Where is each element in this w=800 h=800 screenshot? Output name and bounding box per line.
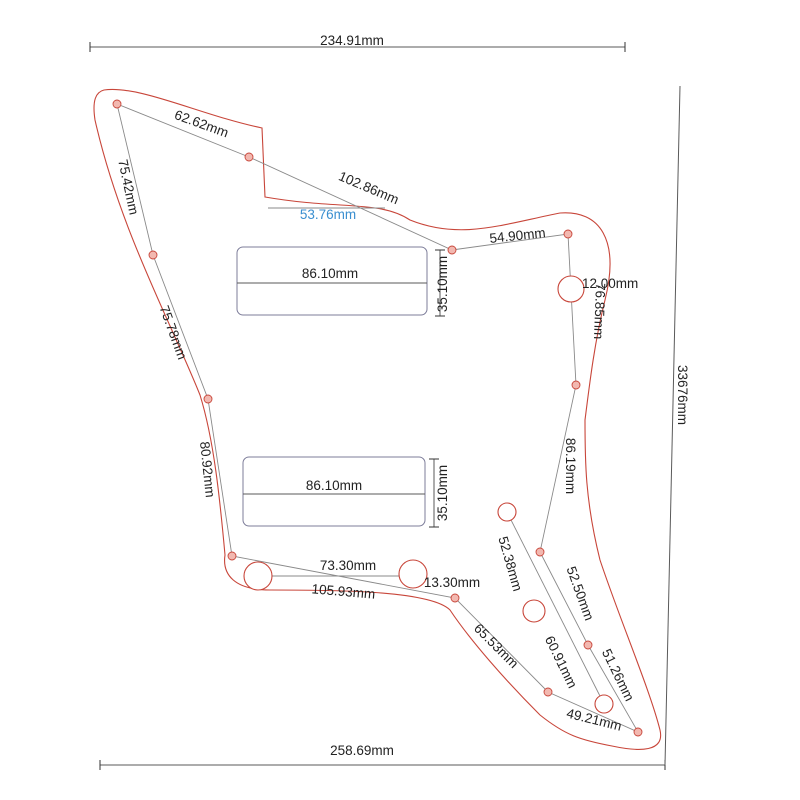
point — [450, 593, 460, 603]
point — [447, 245, 457, 255]
point — [244, 152, 254, 162]
bottom-right-label: 49.21mm — [565, 706, 623, 734]
point — [633, 727, 643, 737]
lower-pickup-width-label: 86.10mm — [306, 478, 362, 493]
pickguard-outline — [93, 88, 662, 750]
left-upper-label: 75.42mm — [115, 158, 141, 216]
right-lower-label: 52.50mm — [564, 564, 597, 622]
point — [148, 250, 158, 260]
horn-inner-label: 52.38mm — [495, 535, 525, 593]
upper-pickup-height-label: 35.10mm — [435, 256, 450, 312]
switch-hole — [497, 502, 517, 522]
point — [563, 229, 573, 239]
lower-pickup: 86.10mm 35.10mm — [242, 456, 450, 528]
measurement-points — [112, 99, 643, 737]
point — [583, 640, 593, 650]
point — [112, 99, 122, 109]
point — [535, 547, 545, 557]
upper-pickup: 86.10mm 35.10mm — [236, 246, 450, 317]
jack-hole-left — [243, 561, 273, 591]
bottom-left-b-label: 105.93mm — [311, 581, 376, 602]
horn-inner-line — [506, 511, 605, 705]
top-width-label: 234.91mm — [320, 33, 384, 48]
right-upper-label: 76.85mm — [591, 283, 608, 340]
left-mid-label: 75.78mm — [157, 303, 190, 361]
seg-top-left-label: 62.62mm — [173, 107, 231, 140]
height-dimension: 33676mm — [664, 85, 690, 766]
reference-polyline — [116, 103, 640, 733]
knob-hole — [522, 599, 546, 623]
control-hole-label: 12.00mm — [582, 276, 638, 291]
lower-pickup-outline — [242, 456, 426, 527]
top-width-dimension: 234.91mm — [89, 33, 626, 52]
bottom-width-dimension: 258.69mm — [99, 743, 666, 770]
point — [227, 551, 237, 561]
notch-width-label: 53.76mm — [300, 207, 356, 222]
point — [571, 380, 581, 390]
lower-pickup-height-label: 35.10mm — [435, 465, 450, 521]
upper-pickup-width-label: 86.10mm — [302, 266, 358, 281]
bottom-width-label: 258.69mm — [330, 743, 394, 758]
bottom-left-a-label: 73.30mm — [320, 558, 376, 573]
point — [543, 687, 553, 697]
lower-cut-label: 65.53mm — [471, 621, 521, 671]
right-mid-label: 86.19mm — [563, 438, 578, 494]
control-hole — [557, 275, 585, 303]
jack-hole-label: 13.30mm — [424, 575, 480, 590]
upper-pickup-outline — [236, 246, 428, 316]
horn-inner2-label: 60.91mm — [542, 633, 580, 690]
left-lower-label: 80.92mm — [197, 441, 218, 499]
height-label: 33676mm — [675, 365, 690, 425]
point — [203, 394, 213, 404]
jack-hole-right — [398, 559, 428, 589]
seg-top-right-label: 54.90mm — [489, 225, 547, 246]
knob-hole-small — [594, 694, 614, 714]
